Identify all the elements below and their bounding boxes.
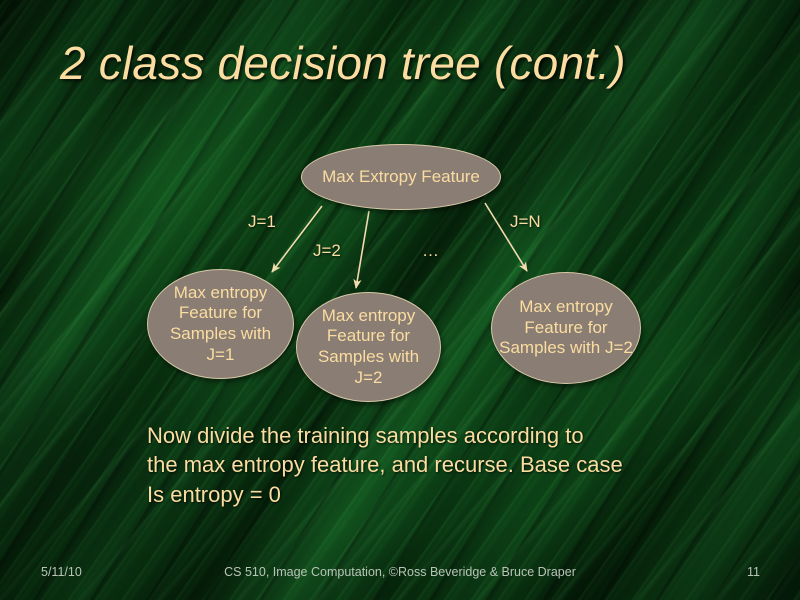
edge-root-to-branch1 [271,205,323,273]
footer-page-number: 11 [747,565,760,579]
node-branch-j1[interactable]: Max entropy Feature for Samples with J=1 [147,269,294,379]
footer-attribution: CS 510, Image Computation, ©Ross Beverid… [224,565,576,579]
node-branch-jn-label: Max entropy Feature for Samples with J=2 [499,296,633,358]
body-line-1: Now divide the training samples accordin… [147,423,584,448]
edge-label-j2: J=2 [313,241,341,260]
slide-body-text: Now divide the training samples accordin… [147,421,707,509]
node-root[interactable]: Max Extropy Feature [301,144,501,210]
slide-title: 2 class decision tree (cont.) [60,37,626,89]
edge-root-to-branchN [484,202,528,272]
body-line-3: Is entropy = 0 [147,481,281,507]
edge-root-to-branch2 [353,210,370,289]
edge-label-ellipsis: … [422,241,441,260]
node-branch-j2[interactable]: Max entropy Feature for Samples with J=2 [296,292,441,402]
node-branch-j2-label: Max entropy Feature for Samples with J=2 [317,305,420,387]
edge-label-jn: J=N [510,212,541,231]
node-branch-j1-label: Max entropy Feature for Samples with J=1 [169,282,272,364]
node-root-label: Max Extropy Feature [322,166,480,186]
edge-label-j1: J=1 [248,212,276,231]
footer-date: 5/11/10 [41,565,82,579]
body-line-2: the max entropy feature, and recurse. Ba… [147,452,623,478]
node-branch-jn[interactable]: Max entropy Feature for Samples with J=2 [491,272,641,384]
slide-footer: 5/11/10 CS 510, Image Computation, ©Ross… [0,565,800,585]
